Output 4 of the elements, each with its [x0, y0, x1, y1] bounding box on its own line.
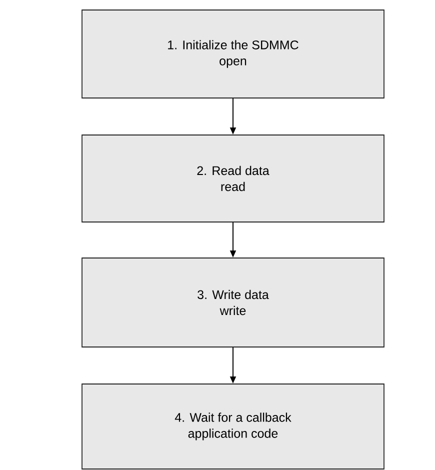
process-box: 1. Initialize the SDMMC open — [82, 10, 384, 98]
process-box: 2. Read data read — [82, 134, 384, 222]
process-box: 4. Wait for a callback application code — [82, 384, 384, 470]
process-box: 3. Write data write — [82, 258, 384, 348]
